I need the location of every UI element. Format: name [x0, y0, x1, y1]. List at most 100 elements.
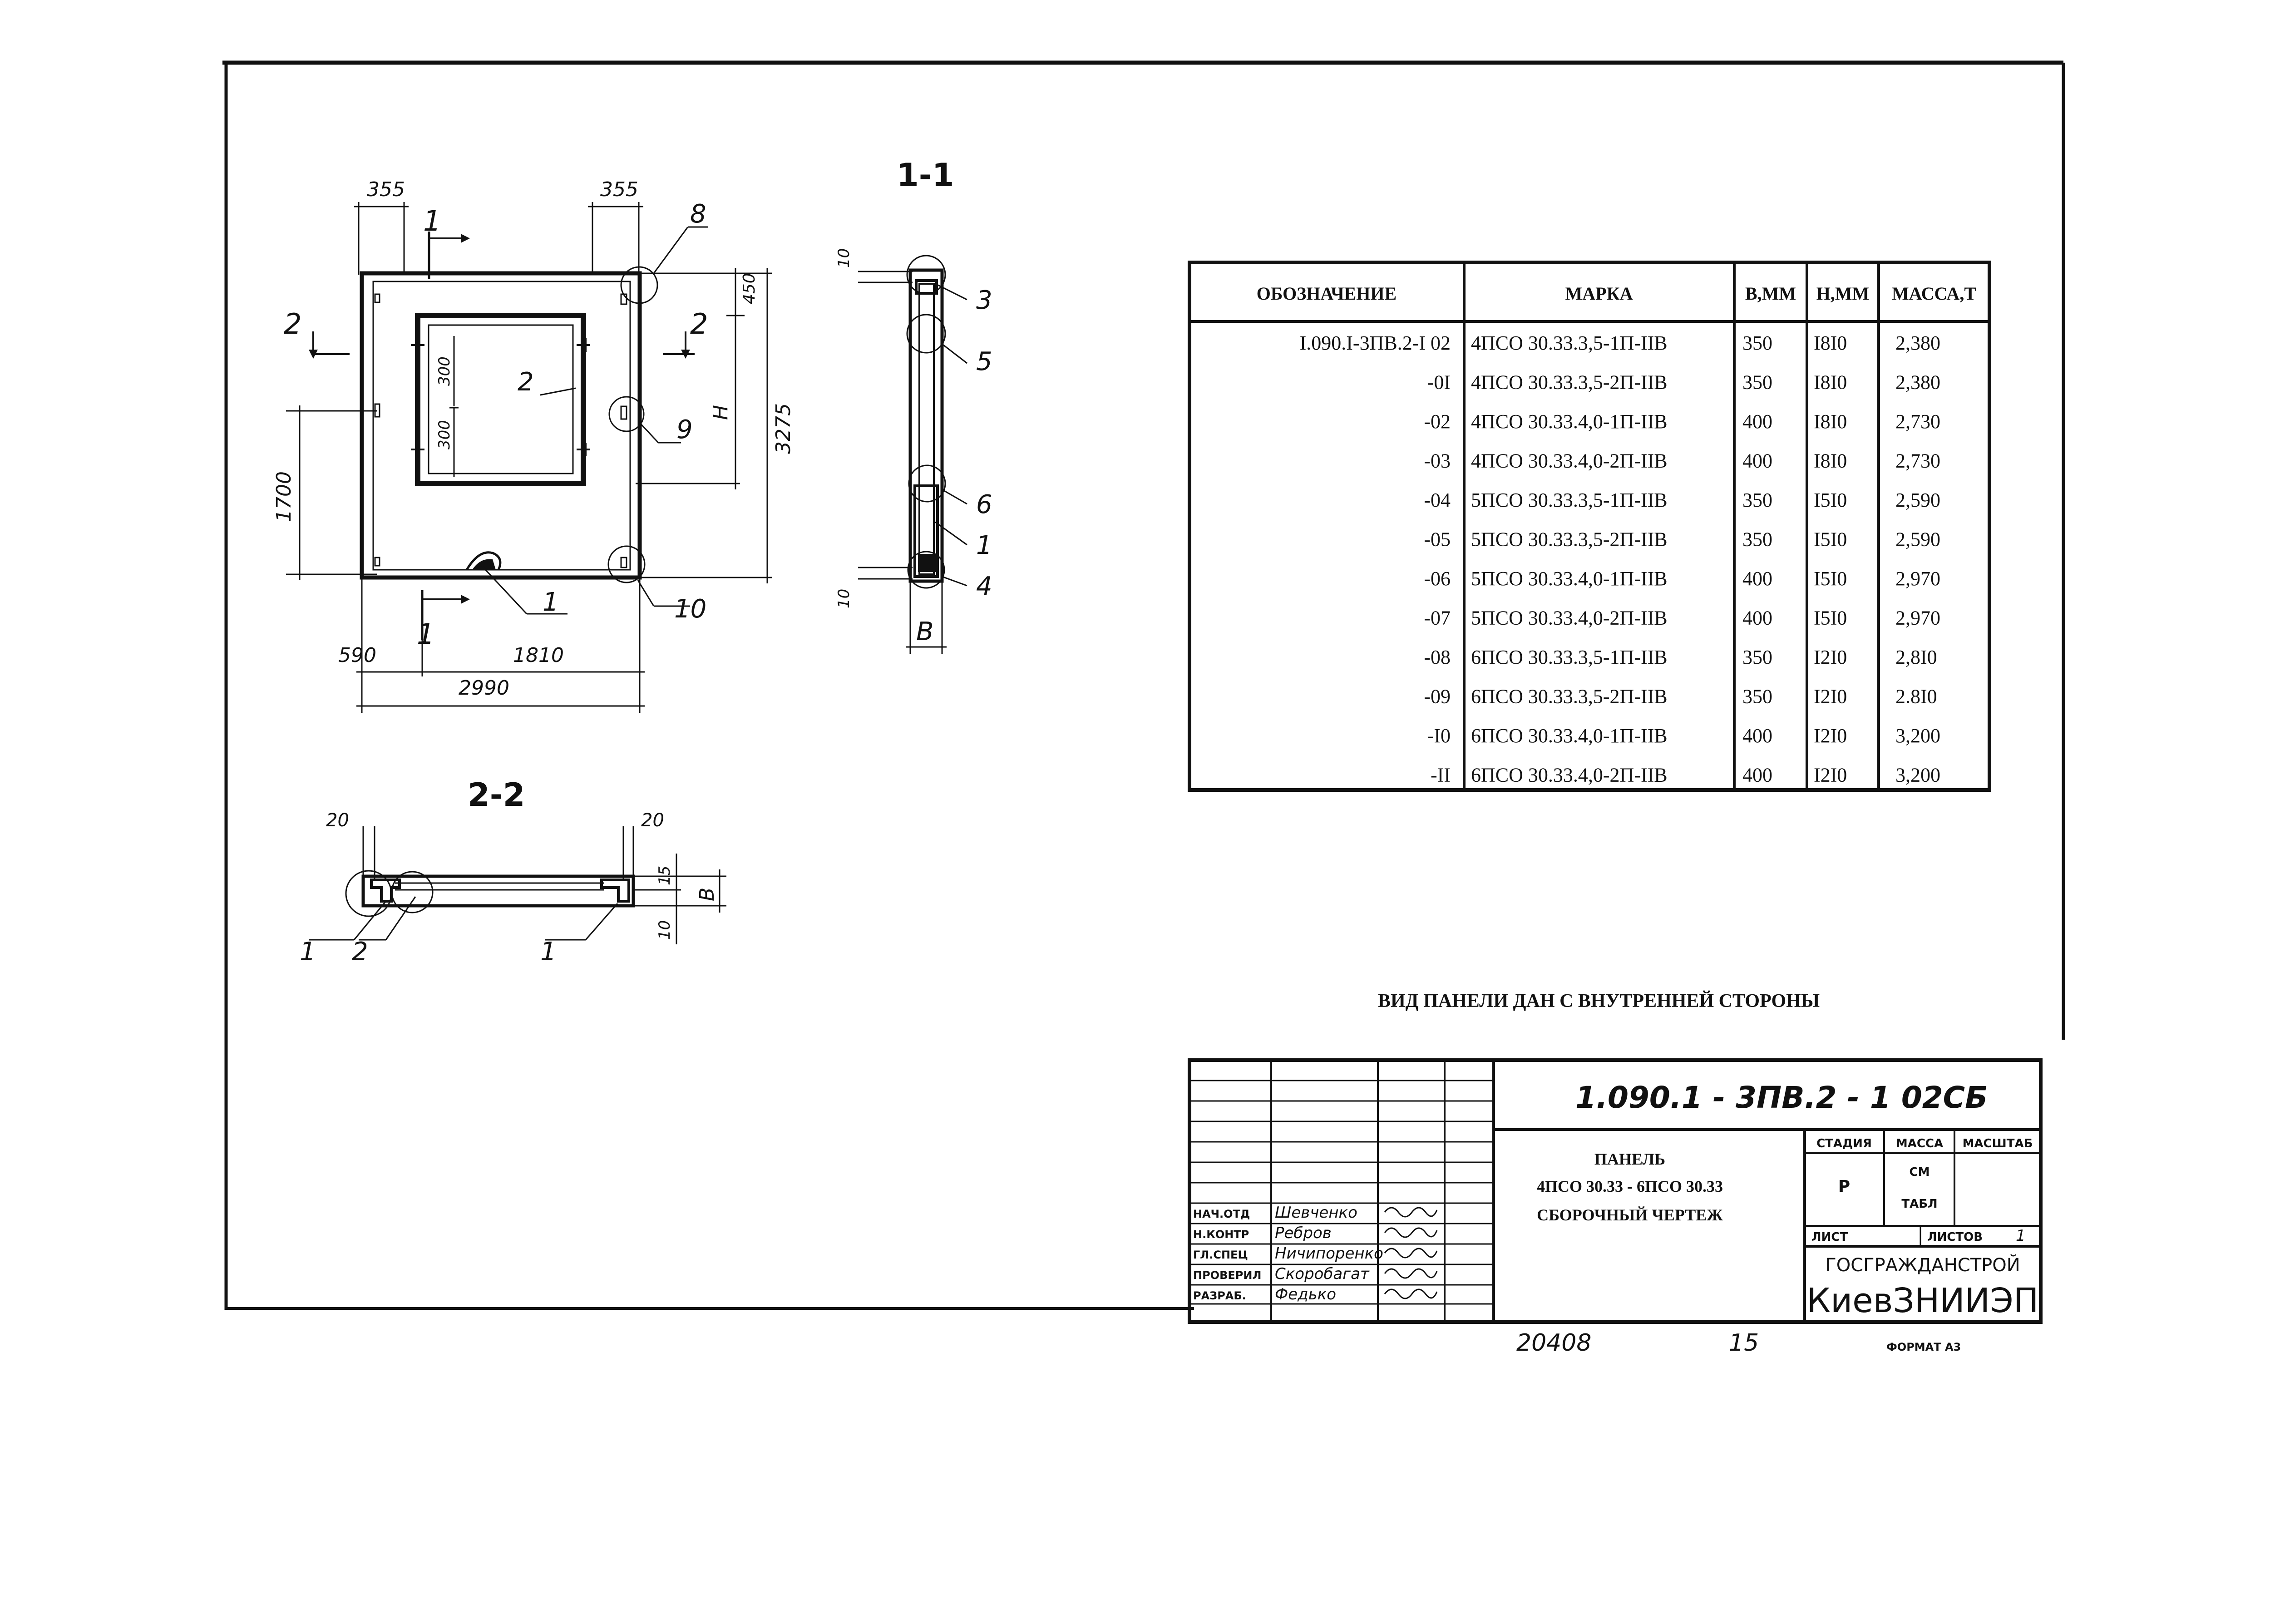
table-cell: 4ПСО 30.33.3,5-2П-IIВ [1471, 371, 1668, 394]
table-cell: 6ПСО 30.33.3,5-2П-IIВ [1471, 686, 1668, 708]
table-cell: -09 [1424, 686, 1451, 708]
table-cell: 2,380 [1895, 371, 1940, 394]
signature-mark [1384, 1288, 1438, 1299]
table-cell: I8I0 [1814, 450, 1847, 472]
table-cell: 400 [1742, 450, 1772, 472]
table-cell: I8I0 [1814, 332, 1847, 354]
th-h-mm: Н,ММ [1816, 283, 1870, 304]
org-line-1: ГОСГРАЖДАНСТРОЙ [1825, 1254, 2020, 1276]
table-cell: I5I0 [1814, 489, 1847, 511]
scale-header: МАСШТАБ [1963, 1137, 2033, 1150]
cut-2-right-label: 2 [690, 307, 708, 341]
table-cell: 2,380 [1895, 332, 1940, 354]
sec11-callout-4: 4 [976, 572, 992, 601]
signer-name: Ничипоренко [1275, 1244, 1383, 1263]
format-label: ФОРМАТ А3 [1886, 1341, 1961, 1353]
cut-1-bottom-label: 1 [417, 617, 434, 651]
dim-300-bottom: 300 [435, 420, 454, 449]
mass-value-2: ТАБЛ [1901, 1197, 1937, 1211]
table-cell: 350 [1742, 528, 1772, 551]
stage-value: Р [1838, 1177, 1850, 1196]
dim-h: H [709, 405, 732, 420]
table-cell: 6ПСО 30.33.3,5-1П-IIВ [1471, 646, 1668, 668]
table-cell: 2,970 [1895, 607, 1940, 629]
sec22-dim-20-right: 20 [641, 810, 664, 831]
table-cell: I5I0 [1814, 568, 1847, 590]
callout-10: 10 [674, 594, 706, 624]
table-cell: 6ПСО 30.33.4,0-2П-IIВ [1471, 764, 1668, 786]
mass-value-1: СМ [1910, 1165, 1930, 1179]
title-block [1188, 1058, 2043, 1324]
th-designation: ОБОЗНАЧЕНИЕ [1257, 283, 1397, 304]
dim-1810: 1810 [513, 644, 564, 667]
table-cell: 5ПСО 30.33.4,0-2П-IIВ [1471, 607, 1668, 629]
table-cell: I2I0 [1814, 725, 1847, 747]
inventory-number: 20408 [1516, 1329, 1591, 1357]
table-cell: I2I0 [1814, 686, 1847, 708]
section-2-2-title: 2-2 [468, 776, 525, 814]
table-cell: 6ПСО 30.33.4,0-1П-IIВ [1471, 725, 1668, 747]
dim-3275: 3275 [772, 403, 795, 454]
sec11-dim-10-bottom: 10 [835, 589, 853, 608]
sheet-label: ЛИСТ [1811, 1230, 1848, 1244]
sec11-callout-5: 5 [976, 347, 992, 376]
table-cell: 2,8I0 [1895, 646, 1937, 668]
signature-mark [1384, 1268, 1438, 1279]
table-cell: 350 [1742, 371, 1772, 394]
signer-role: Н.КОНТР [1193, 1228, 1249, 1241]
dim-300-top: 300 [435, 356, 454, 386]
signer-name: Федько [1275, 1285, 1336, 1303]
sec22-dim-15: 15 [656, 866, 674, 885]
sec11-callout-6: 6 [976, 490, 992, 519]
table-cell: -04 [1424, 489, 1451, 511]
table-cell: 400 [1742, 410, 1772, 433]
table-cell: 2,590 [1895, 528, 1940, 551]
dim-450: 450 [740, 273, 759, 304]
stage-header: СТАДИЯ [1816, 1137, 1872, 1150]
table-cell: I2I0 [1814, 646, 1847, 668]
sec22-dim-20-left: 20 [326, 810, 349, 831]
sheets-label: ЛИСТОВ [1927, 1230, 1983, 1244]
mass-header: МАССА [1896, 1137, 1943, 1150]
table-cell: 2,970 [1895, 568, 1940, 590]
dim-590: 590 [338, 644, 376, 667]
dim-2990: 2990 [459, 676, 509, 700]
callout-8: 8 [690, 199, 706, 229]
dim-355-left: 355 [367, 178, 405, 201]
sec11-dim-b: B [916, 617, 933, 647]
table-cell: 2.8I0 [1895, 686, 1937, 708]
spec-table [1188, 261, 1991, 792]
title-name-line1: ПАНЕЛЬ [1594, 1150, 1665, 1168]
table-cell: -08 [1424, 646, 1451, 668]
table-cell: 350 [1742, 332, 1772, 354]
table-cell: -02 [1424, 410, 1451, 433]
table-cell: 3,200 [1895, 764, 1940, 786]
doc-code: 1.090.1 - 3ПВ.2 - 1 02СБ [1575, 1080, 1988, 1115]
table-cell: -I0 [1427, 725, 1451, 747]
signer-role: НАЧ.ОТД [1193, 1208, 1250, 1220]
callout-9: 9 [676, 415, 693, 444]
callout-1-plan: 1 [543, 587, 559, 617]
table-cell: -03 [1424, 450, 1451, 472]
sec11-callout-3: 3 [976, 286, 992, 315]
org-line-2: КиевЗНИИЭП [1807, 1281, 2039, 1320]
table-cell: 5ПСО 30.33.3,5-1П-IIВ [1471, 489, 1668, 511]
table-cell: 400 [1742, 725, 1772, 747]
sec11-callout-1: 1 [976, 531, 992, 560]
panel-plan-view [286, 202, 772, 713]
th-mark: МАРКА [1565, 283, 1633, 304]
sec22-callout-1b: 1 [540, 937, 557, 967]
